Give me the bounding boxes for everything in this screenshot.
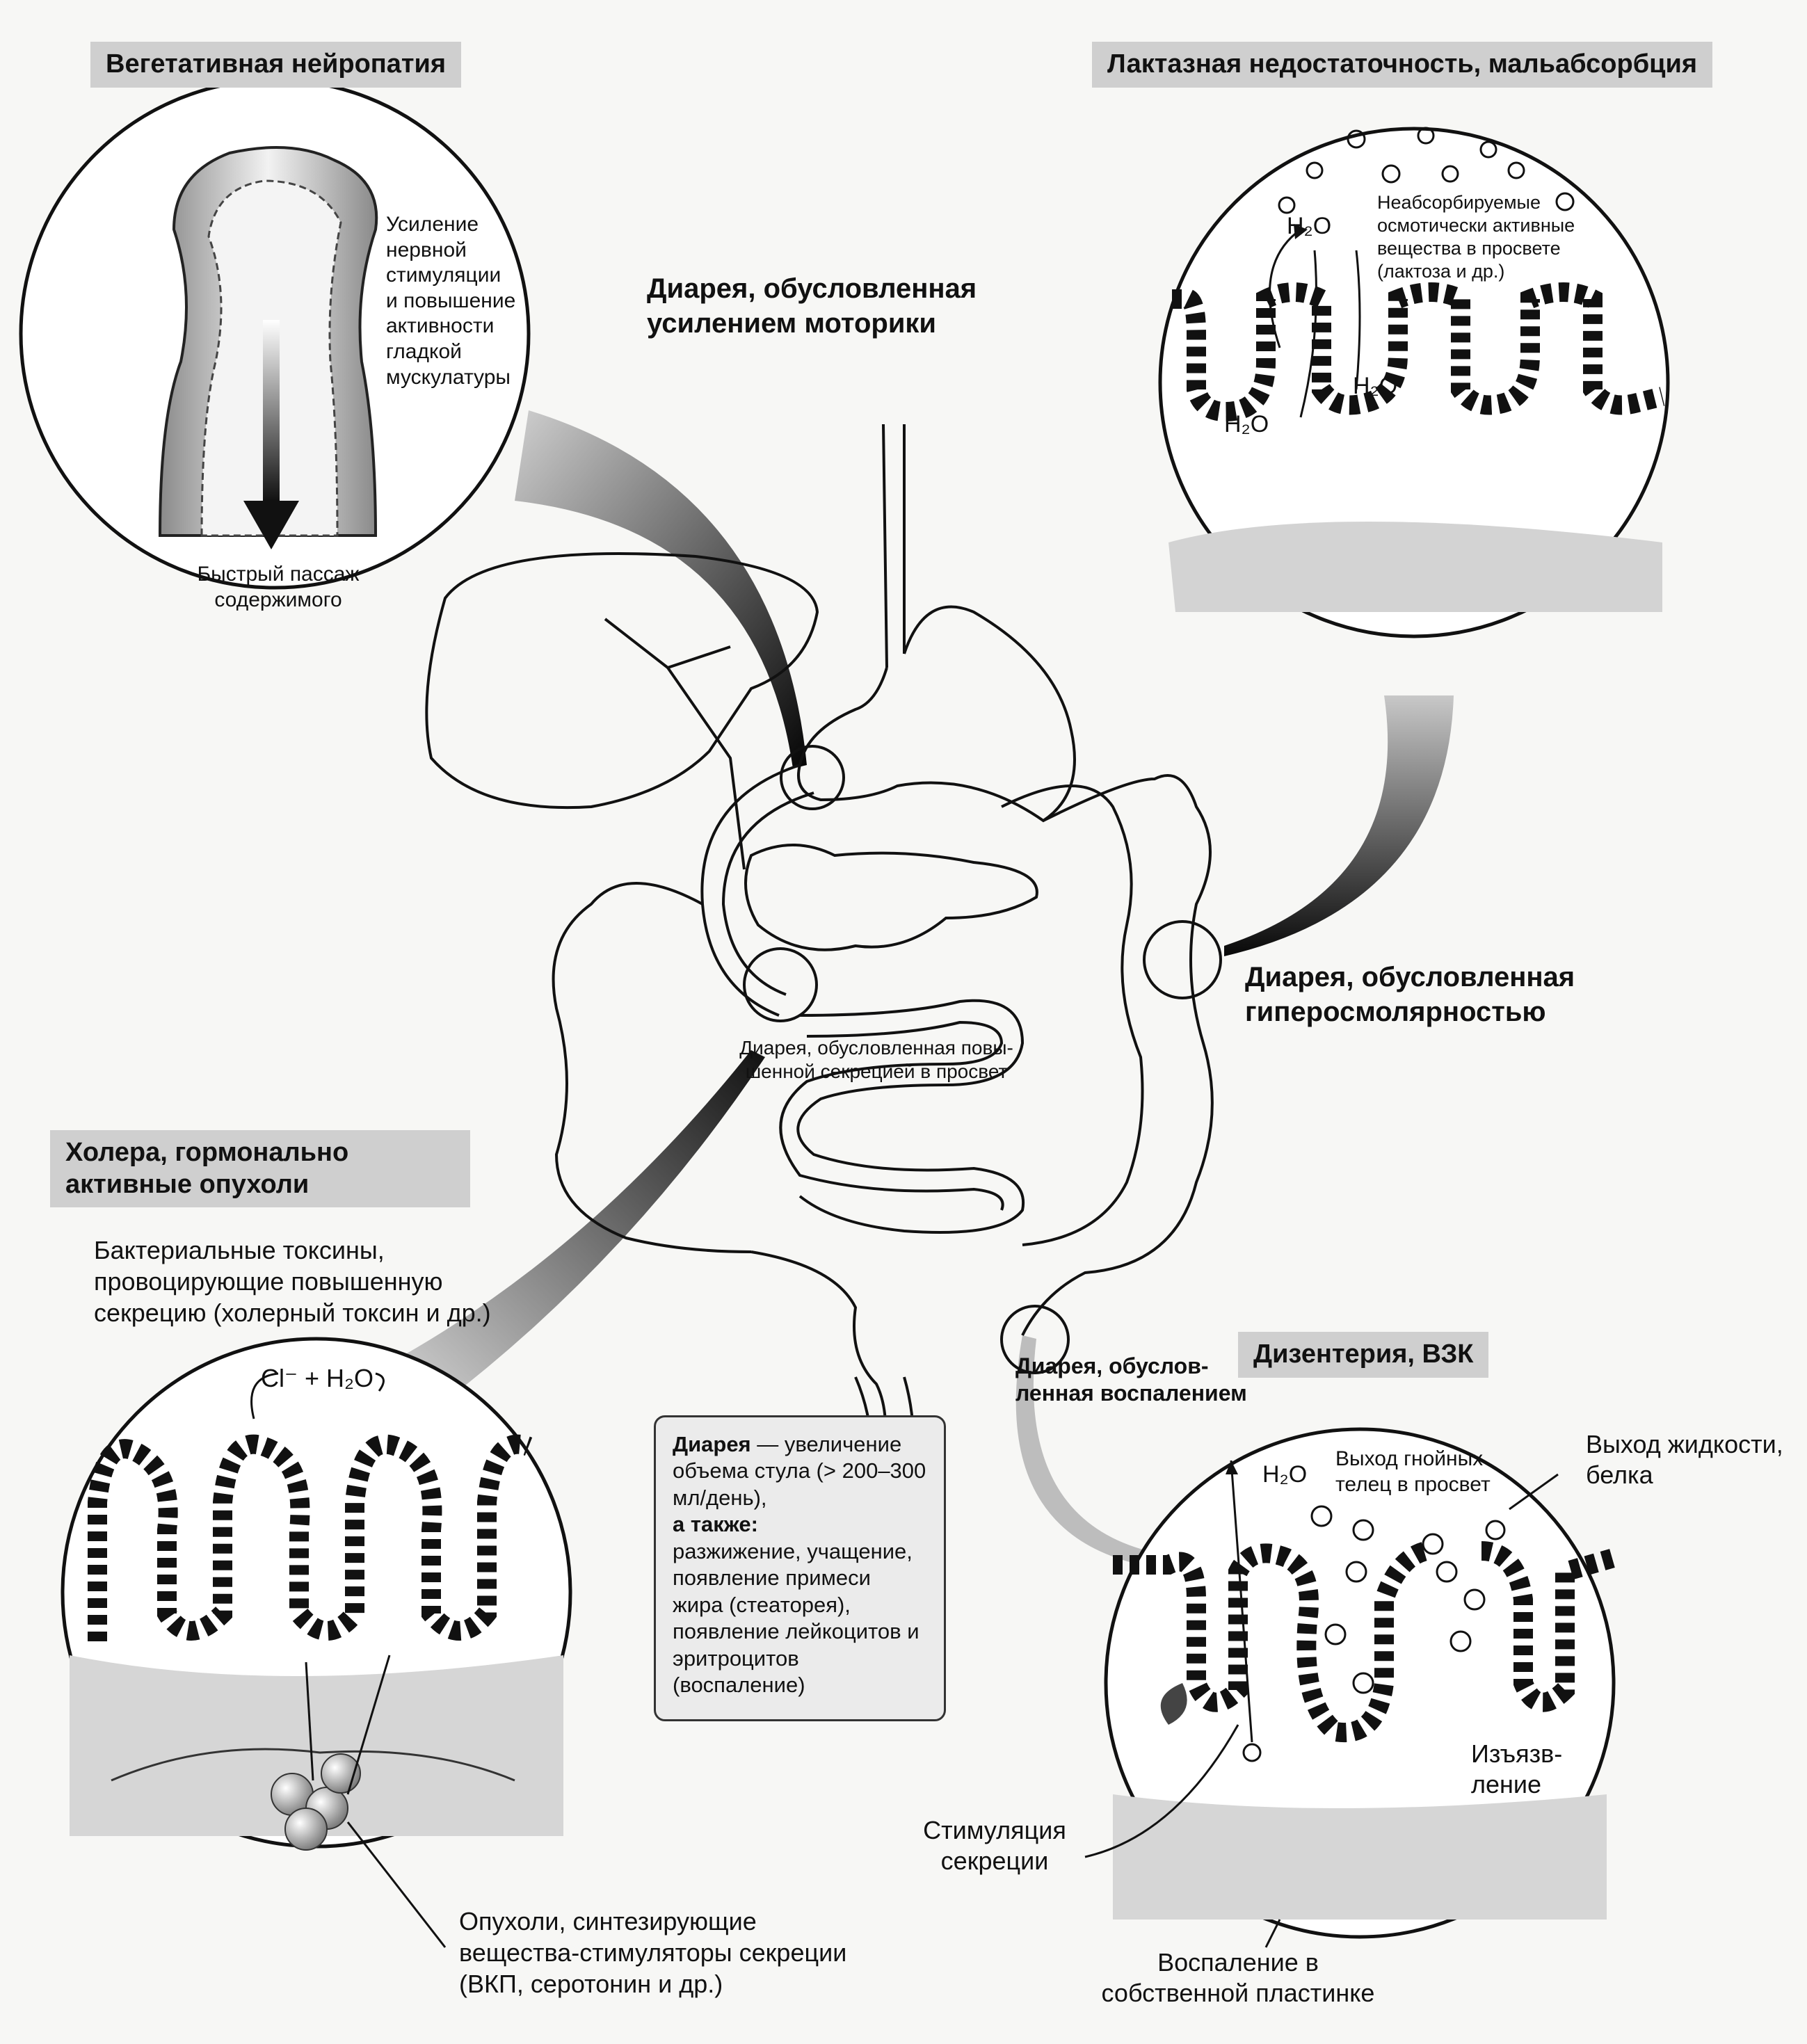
label-inflammation-line1: Диарея, обуслов- (1015, 1353, 1209, 1378)
label-secretion: Диарея, обусловленная повы- шенной секре… (723, 1036, 1029, 1084)
header-cholera-line2: активные опухоли (65, 1169, 310, 1199)
dysentery-stim-text: Стимуляция секреции (904, 1815, 1085, 1876)
neuropathy-passage-text: Быстрый пассаж содержимого (167, 562, 389, 613)
dysentery-pus-line1: Выход гнойных (1335, 1447, 1484, 1470)
dysentery-lamina-line1: Воспаление в (1157, 1948, 1319, 1977)
cholera-tumor-text: Опухоли, синтезирующие вещества-стимулят… (459, 1906, 846, 1999)
lactase-water-top: H₂O (1287, 213, 1332, 239)
dysentery-pus-text: Выход гнойных телец в просвет (1335, 1447, 1491, 1497)
cholera-tumor-line3: (ВКП, серотонин и др.) (459, 1970, 723, 1998)
circle-neuropathy (19, 78, 531, 590)
definition-details: разжижение, учащение, появление примеси … (673, 1538, 919, 1697)
label-motility-line1: Диарея, обусловленная (647, 273, 977, 304)
header-lactase: Лактазная недостаточность, мальабсорбция (1092, 42, 1713, 88)
label-inflammation: Диарея, обуслов- ленная воспалением (1015, 1353, 1247, 1407)
neuropathy-stim-line: стимуляции (386, 264, 501, 287)
label-inflammation-line2: ленная воспалением (1015, 1381, 1247, 1406)
neuropathy-stim-line: гладкой (386, 339, 462, 363)
neuropathy-stim-line: и повышение (386, 289, 516, 312)
cone-secretion (389, 1050, 765, 1412)
label-motility-line2: усилением моторики (647, 308, 937, 339)
cholera-tumor-line2: вещества-стимуляторы секреции (459, 1938, 847, 1967)
label-secretion-line1: Диарея, обусловленная повы- (739, 1037, 1013, 1059)
dysentery-stim-line1: Стимуляция (923, 1816, 1066, 1844)
dysentery-fluid-text: Выход жидкости, белка (1586, 1429, 1783, 1490)
neuropathy-passage-line1: Быстрый пассаж (197, 563, 360, 586)
dysentery-lamina-line2: собственной пластинке (1101, 1978, 1375, 2007)
cholera-ions: Cl⁻ + H₂O (261, 1364, 374, 1392)
cone-motility (515, 410, 807, 768)
cholera-tumor-line1: Опухоли, синтезирующие (459, 1907, 757, 1936)
cone-hyperosm (1224, 695, 1454, 956)
dysentery-stim-line2: секреции (940, 1846, 1049, 1875)
dysentery-ulcer-text: Изъязв- ление (1471, 1739, 1562, 1800)
gi-tract (425, 424, 1214, 1475)
definition-term: Диарея (673, 1432, 751, 1456)
cholera-toxin-line2: провоцирующие повышенную (94, 1267, 443, 1296)
cholera-toxin-text: Бактериальные токсины, провоцирующие пов… (94, 1234, 491, 1328)
dysentery-fluid-line1: Выход жидкости, (1586, 1430, 1783, 1458)
neuropathy-passage-line2: содержимого (214, 588, 342, 611)
neuropathy-stim-line: нервной (386, 238, 467, 261)
lactase-nonabs-line1: Неабсорбируемые (1377, 192, 1541, 213)
dysentery-fluid-line2: белка (1586, 1460, 1653, 1489)
label-hyperosm: Диарея, обусловленная гиперосмолярностью (1245, 960, 1575, 1029)
neuropathy-stim-line: Усиление (386, 213, 479, 236)
label-motility: Диарея, обусловленная усилением моторики (647, 271, 977, 341)
neuropathy-stim-line: мускулатуры (386, 365, 511, 389)
lactase-nonabs-line4: (лактоза и др.) (1377, 260, 1505, 282)
label-secretion-line2: шенной секрецией в просвет (745, 1061, 1008, 1083)
dysentery-pus-line2: телец в просвет (1335, 1472, 1491, 1496)
definition-also: а также: (673, 1512, 758, 1537)
lactase-nonabs-line3: вещества в просвете (1377, 237, 1561, 259)
neuropathy-stim-line: активности (386, 314, 495, 338)
neuropathy-stim-text: Усиление нервной стимуляции и повышение … (386, 212, 515, 390)
focus-circles (743, 745, 1222, 1374)
lactase-nonabs-line2: осмотически активные (1377, 214, 1575, 236)
lactase-water-low: H₂O (1224, 411, 1269, 437)
header-dysentery: Дизентерия, ВЗК (1238, 1332, 1489, 1378)
circle-dysentery (1084, 1427, 1616, 1948)
lactase-nonabs-text: Неабсорбируемые осмотически активные вещ… (1377, 191, 1575, 283)
circle-cholera (61, 1337, 572, 1948)
header-neuropathy: Вегетативная нейропатия (90, 42, 462, 88)
cholera-toxin-line3: секрецию (холерный токсин и др.) (94, 1298, 491, 1327)
cholera-toxin-line1: Бактериальные токсины, (94, 1236, 385, 1264)
dysentery-lamina-text: Воспаление в собственной пластинке (1085, 1947, 1391, 2009)
definition-main: — увеличение объема стула (> 200–300 мл/… (673, 1432, 926, 1510)
header-cholera-line1: Холера, гормонально (65, 1138, 349, 1167)
label-hyperosm-line1: Диарея, обусловленная (1245, 962, 1575, 992)
label-hyperosm-line2: гиперосмолярностью (1245, 997, 1546, 1027)
dysentery-ulcer-line1: Изъязв- (1471, 1739, 1563, 1768)
cone-inflam (1015, 1335, 1148, 1565)
lactase-water-mid: H₂O (1353, 373, 1398, 399)
dysentery-water: H₂O (1262, 1461, 1308, 1488)
circle-lactase (1158, 127, 1670, 638)
dysentery-ulcer-line2: ление (1471, 1769, 1542, 1798)
definition-box: Диарея — увеличение объема стула (> 200–… (654, 1415, 946, 1721)
header-cholera: Холера, гормонально активные опухоли (50, 1130, 470, 1208)
